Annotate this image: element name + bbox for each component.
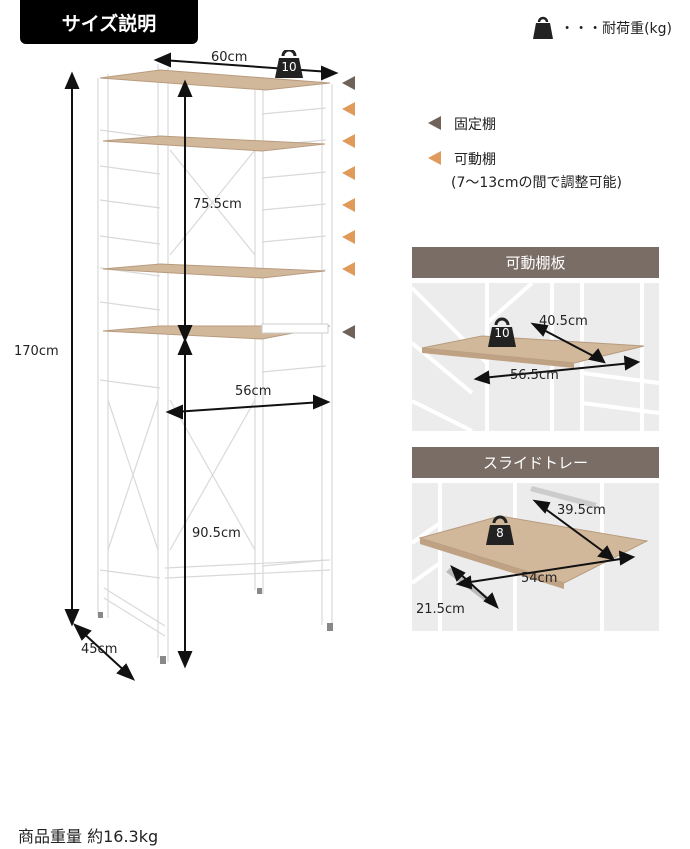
marker-adjustable: [342, 262, 355, 276]
shelf-illustration: [64, 50, 339, 681]
page-title: サイズ説明: [20, 0, 198, 44]
product-weight: 商品重量 約16.3kg: [18, 827, 159, 846]
panel-tray-depth: 39.5cm: [557, 503, 606, 518]
marker-adjustable: [342, 198, 355, 212]
panel-tray-title: スライドトレー: [412, 447, 659, 478]
marker-fixed: [342, 76, 355, 90]
legend-adjustable-note: (7〜13cmの間で調整可能): [451, 175, 622, 191]
marker-adjustable: [342, 134, 355, 148]
dim-depth: 45cm: [81, 642, 118, 657]
legend-adjustable-label: 可動棚: [454, 152, 496, 168]
marker-adjustable: [342, 230, 355, 244]
top-load-value: 10: [281, 60, 297, 74]
panel-adjustable-image: [412, 283, 659, 431]
legend-fixed-icon: [428, 116, 441, 130]
dim-shelf-span: 75.5cm: [193, 197, 242, 212]
weight-legend-text: ・・・耐荷重(kg): [560, 21, 672, 37]
marker-fixed: [342, 325, 355, 339]
legend-fixed-label: 固定棚: [454, 117, 496, 133]
weight-icon: [533, 16, 554, 39]
marker-adjustable: [342, 102, 355, 116]
panel-tray-image: [412, 483, 659, 631]
marker-adjustable: [342, 166, 355, 180]
panel-tray-width: 54cm: [521, 571, 558, 586]
panel-tray-height: 21.5cm: [416, 602, 465, 617]
panel-tray-load: 8: [496, 526, 504, 540]
dim-lower-height: 90.5cm: [192, 526, 241, 541]
weight-legend: ・・・耐荷重(kg): [532, 16, 672, 40]
panel-adjustable-width: 56.5cm: [510, 368, 559, 383]
panel-adjustable-load: 10: [494, 326, 510, 340]
dim-inner-width: 56cm: [235, 384, 272, 399]
legend-adjustable-icon: [428, 151, 441, 165]
dim-total-height: 170cm: [14, 344, 59, 359]
panel-adjustable-title: 可動棚板: [412, 247, 659, 278]
dim-top-width: 60cm: [211, 50, 248, 65]
panel-adjustable-depth: 40.5cm: [539, 314, 588, 329]
